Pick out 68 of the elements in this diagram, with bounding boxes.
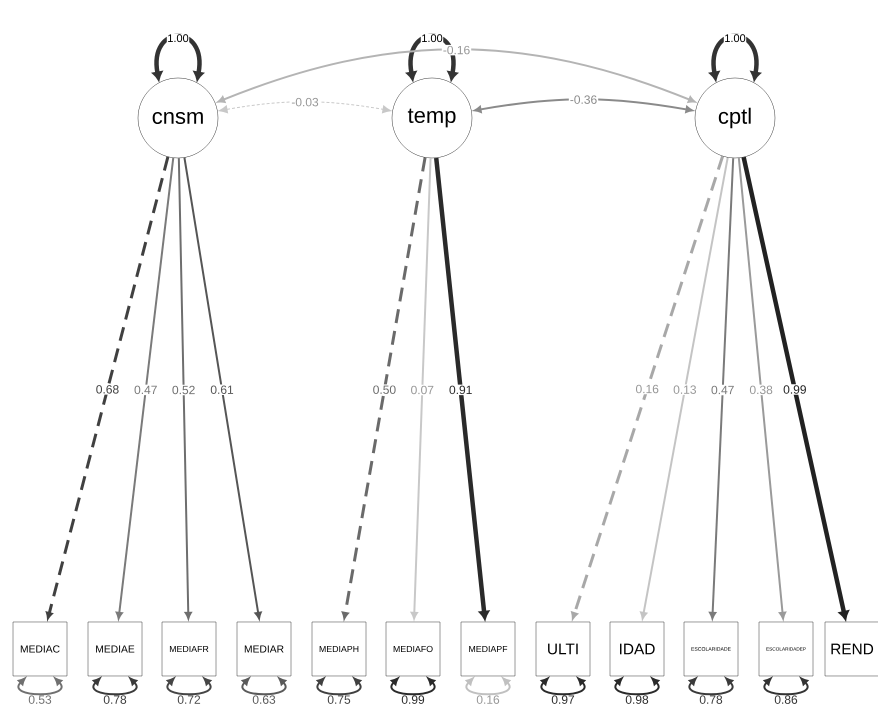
arrow xyxy=(709,158,734,620)
arrow xyxy=(46,156,170,620)
edge-label: 0.63 xyxy=(252,695,276,704)
arrow xyxy=(764,678,808,696)
arrow xyxy=(571,156,724,620)
edge-label: 0.68 xyxy=(94,384,120,395)
edge-label: 0.38 xyxy=(748,384,774,396)
arrow xyxy=(390,678,436,696)
variable-box: MEDIAPF xyxy=(460,622,516,676)
edge-label: 0.99 xyxy=(782,384,808,395)
arrow xyxy=(688,678,734,696)
arrow xyxy=(406,34,458,81)
variable-box: MEDIAR xyxy=(236,622,292,676)
edge-label: 0.86 xyxy=(774,695,798,704)
arrow xyxy=(614,678,660,696)
arrow xyxy=(410,158,432,620)
variable-box: MEDIAC xyxy=(12,622,68,676)
arrow xyxy=(466,678,510,696)
arrow xyxy=(709,34,761,81)
edge-label: 0.72 xyxy=(178,695,200,704)
edge-label: 0.75 xyxy=(328,695,350,704)
edge-label: 1.00 xyxy=(166,34,190,43)
arrow xyxy=(738,158,786,620)
arrow xyxy=(92,678,138,696)
arrow xyxy=(166,678,212,696)
variable-box: MEDIAFR xyxy=(162,622,216,676)
arrow xyxy=(183,158,262,620)
edge-label: 0.52 xyxy=(170,384,196,396)
arrow xyxy=(116,158,174,620)
edge-label: 0.47 xyxy=(133,384,158,396)
edge-label: 0.97 xyxy=(552,695,574,704)
variable-box: MEDIAPH xyxy=(312,622,366,676)
arrow xyxy=(18,678,62,696)
edge-label: 0.50 xyxy=(372,384,398,395)
arrow xyxy=(741,156,849,620)
edge-label: -0.36 xyxy=(568,94,598,105)
variable-box: MEDIAE xyxy=(88,622,142,676)
arrow xyxy=(434,158,490,620)
arrow xyxy=(540,678,586,696)
arrow xyxy=(640,157,729,620)
arrow xyxy=(178,158,192,620)
edge-label: 0.91 xyxy=(448,384,474,396)
edge-label: 0.16 xyxy=(634,384,660,394)
edge-label: 0.53 xyxy=(28,695,52,704)
edge-label: 0.78 xyxy=(700,695,722,704)
variable-box: IDAD xyxy=(610,622,664,676)
variable-box: REND xyxy=(824,622,878,676)
edge-label: 0.78 xyxy=(104,695,126,704)
edge-label: 0.61 xyxy=(209,384,235,395)
arrow xyxy=(316,678,362,696)
edge-label: 0.98 xyxy=(626,695,648,704)
edge-label: 0.07 xyxy=(410,384,435,396)
edge-label: 1.00 xyxy=(420,34,444,43)
edge-label: 0.13 xyxy=(672,384,698,395)
edge-label: 0.47 xyxy=(710,384,736,396)
edge-label: 1.00 xyxy=(724,34,746,43)
edge-label: 0.99 xyxy=(402,695,424,704)
arrow xyxy=(342,157,427,620)
arrow xyxy=(242,678,286,696)
arrow xyxy=(218,101,392,114)
edge-label: -0.03 xyxy=(290,96,320,108)
variable-box: ULTI xyxy=(536,622,590,676)
arrow xyxy=(474,98,693,113)
arrow xyxy=(218,48,696,103)
edge-label: 0.16 xyxy=(476,695,500,704)
arrow xyxy=(152,34,204,81)
variable-box: MEDIAFO xyxy=(386,622,440,676)
edge-label: -0.16 xyxy=(442,44,472,56)
